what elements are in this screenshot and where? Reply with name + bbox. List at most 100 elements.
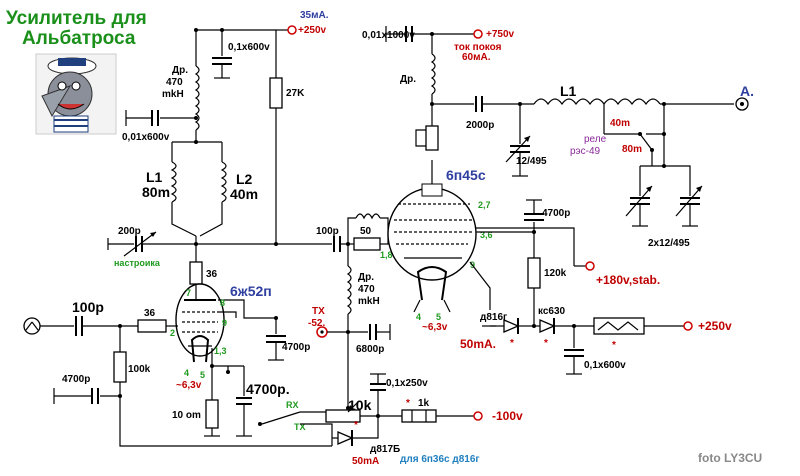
pin-f-4: 4 (416, 312, 421, 322)
choke-mid-l1: Др. (358, 272, 374, 283)
cap-top-right: 0,01x1000v (362, 30, 415, 41)
coil-l1-left (170, 161, 177, 203)
v180-terminal (585, 261, 595, 271)
cap-200p: 200p (118, 226, 141, 237)
b-plus-750-terminal (473, 29, 483, 39)
tx-volt: -52. (308, 318, 325, 329)
res-10om: 10 om (172, 410, 201, 421)
l1-left-name: L1 (146, 169, 163, 185)
choke-right: Др. (400, 74, 416, 85)
tune-label: настроика (114, 258, 161, 268)
res-10k: 10k (348, 397, 372, 413)
rx-label: RX (286, 400, 299, 410)
pin-f-27: 2,7 (478, 200, 491, 210)
cap-4700-in: 4700p (62, 374, 90, 385)
res-1k: 1k (418, 398, 430, 409)
tx-label: TX (312, 306, 325, 317)
star-d816: * (510, 338, 514, 349)
tube-final-name: 6п45с (446, 167, 486, 183)
l-40m: 40m (610, 118, 630, 129)
pin-d-9: 9 (222, 318, 227, 328)
d816-ma: 50mA. (460, 337, 496, 351)
res-100k: 100k (128, 364, 151, 375)
cap-top-left: 0,1x600v (228, 42, 270, 53)
idle-l1: ток покоя (454, 42, 502, 53)
coil-l1-pi (533, 98, 661, 106)
tx-switch-label: TX (294, 422, 306, 432)
res-120k: 120k (544, 268, 567, 279)
antenna-label: A. (740, 83, 754, 99)
pin-f-5: 5 (436, 312, 441, 322)
pin-d-2: 2 (170, 328, 175, 338)
cap-2000p: 2000p (466, 120, 494, 131)
relay-l1: реле (584, 134, 607, 145)
pin-f-18: 1,8 (380, 250, 393, 260)
cap-4700-cath: 4700p. (246, 381, 290, 397)
choke-mid-l3: mkH (358, 296, 380, 307)
coil-l2-left (220, 161, 227, 203)
diode-d817-ma: 50mA (352, 456, 379, 467)
choke-left (194, 65, 200, 131)
relay-l2: рэс-49 (570, 146, 601, 157)
cap-01x250: 0,1x250v (386, 378, 428, 389)
b-plus-250-terminal (287, 25, 297, 35)
cap-100p-mid: 100p (316, 226, 339, 237)
tube-driver (175, 283, 225, 363)
cap-01x600-right: 0,1x600v (584, 360, 626, 371)
star-kc630: * (544, 338, 548, 349)
l2-left-name: L2 (236, 171, 253, 187)
tube-final (387, 183, 477, 301)
pin-d-4: 4 (184, 368, 189, 378)
star-res: * (612, 340, 616, 351)
input-connector-icon (23, 317, 41, 335)
v250-top: +250v (298, 25, 327, 36)
choke-left-l1: Др. (172, 65, 188, 76)
v-neg100: -100v (492, 409, 523, 423)
cap-4700-g2: 4700p (282, 342, 310, 353)
l-80m: 80m (622, 144, 642, 155)
heater-left: ~6,3v (176, 380, 202, 391)
pin-f-36: 3,6 (480, 230, 493, 240)
v250-right-terminal (683, 321, 693, 331)
choke-left-l3: mkH (162, 89, 184, 100)
diode-d817: д817Б (370, 444, 400, 455)
res-36-top: 36 (206, 269, 218, 280)
cap-2x12: 2x12/495 (648, 238, 690, 249)
zener-kc630: кс630 (538, 306, 566, 317)
res-27k: 27K (286, 88, 305, 99)
v-750: +750v (486, 29, 515, 40)
note-6p36: для 6п36с д816г (400, 454, 480, 465)
cap-4700-g2r: 4700p (542, 208, 570, 219)
star-d817: * (354, 420, 358, 431)
wolf-cartoon-icon (35, 53, 117, 135)
neg100-terminal (473, 411, 483, 421)
cap-12-495: 12/495 (516, 156, 547, 167)
star-1k: * (406, 398, 410, 409)
l1-left-band: 80m (142, 184, 170, 200)
pin-d-13: 1,3 (214, 346, 227, 356)
current-35ma: 35мA. (300, 10, 329, 21)
res-50: 50 (360, 226, 372, 237)
cap-100p-in: 100p (72, 299, 104, 315)
cap-6800: 6800p (356, 344, 384, 355)
l2-left-band: 40m (230, 186, 258, 202)
photo-credit: foto LY3CU (698, 451, 762, 465)
v-180: +180v,stab. (596, 273, 660, 287)
tube-driver-name: 6ж52п (230, 283, 272, 299)
pin-d-8: 8 (220, 298, 225, 308)
idle-l2: 60мA. (462, 52, 491, 63)
v-250-right: +250v (698, 319, 732, 333)
res-36-in: 36 (144, 308, 156, 319)
l1-right-name: L1 (560, 83, 577, 99)
choke-left-l2: 470 (166, 77, 183, 88)
pin-d-7: 7 (186, 288, 191, 298)
pin-d-5: 5 (200, 370, 205, 380)
diode-d816: д816г (480, 312, 507, 323)
cap-left-bypass: 0,01x600v (122, 132, 170, 143)
choke-mid-l2: 470 (358, 284, 375, 295)
title-line1: Усилитель для (6, 8, 147, 29)
antenna-connector-icon (735, 97, 749, 111)
title-line2: Альбатроса (22, 28, 136, 49)
